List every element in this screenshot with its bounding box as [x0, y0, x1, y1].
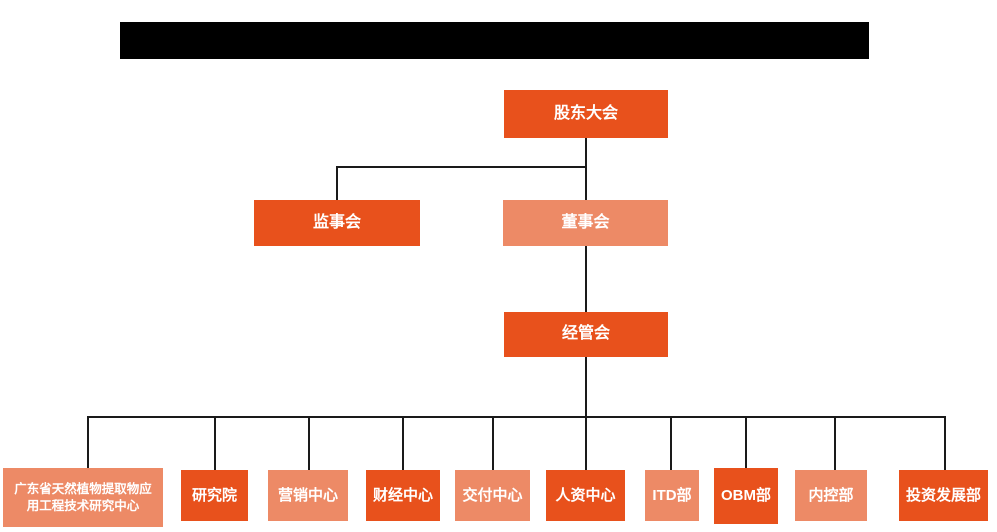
connector-root-vertical [585, 137, 587, 202]
node-finance-center: 财经中心 [366, 470, 440, 521]
connector-drop [308, 416, 310, 472]
connector-drop [585, 416, 587, 472]
connector-drop [214, 416, 216, 472]
connector-supervisory-drop [336, 166, 338, 202]
node-internal-control-dept: 内控部 [795, 470, 867, 521]
node-shareholders-meeting: 股东大会 [504, 90, 668, 138]
node-investment-development-dept: 投资发展部 [899, 470, 988, 521]
connector-drop [944, 416, 946, 472]
connector-drop [745, 416, 747, 472]
connector-management-to-bus [585, 356, 587, 418]
node-delivery-center: 交付中心 [455, 470, 530, 521]
connector-drop [87, 416, 89, 472]
connector-branch-horizontal [336, 166, 587, 168]
node-itd-dept: ITD部 [645, 470, 699, 521]
connector-bus-horizontal [87, 416, 946, 418]
connector-drop [492, 416, 494, 472]
node-gd-plant-extract-research-center: 广东省天然植物提取物应用工程技术研究中心 [3, 468, 163, 527]
node-management-committee: 经管会 [504, 312, 668, 357]
node-hr-center: 人资中心 [546, 470, 625, 521]
node-supervisory-board: 监事会 [254, 200, 420, 246]
node-marketing-center: 营销中心 [268, 470, 348, 521]
connector-drop [402, 416, 404, 472]
connector-directors-to-management [585, 246, 587, 314]
node-obm-dept: OBM部 [714, 468, 778, 524]
node-board-of-directors: 董事会 [503, 200, 668, 246]
connector-drop [670, 416, 672, 472]
connector-drop [834, 416, 836, 472]
title-redaction-bar [120, 22, 869, 59]
node-research-institute: 研究院 [181, 470, 248, 521]
